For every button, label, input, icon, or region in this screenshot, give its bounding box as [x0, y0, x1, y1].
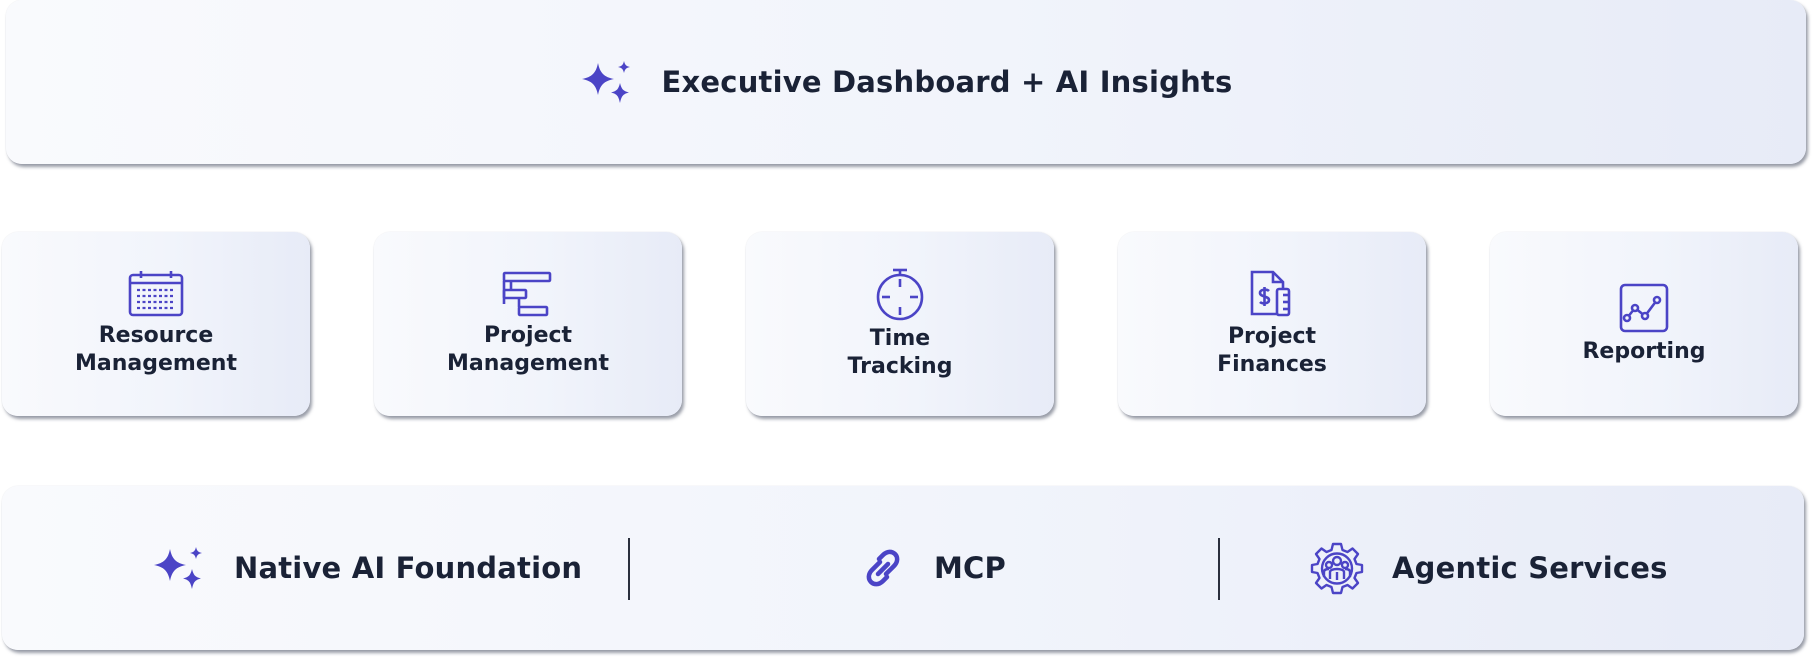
stopwatch-icon — [873, 267, 927, 321]
module-label-line: Management — [447, 351, 609, 376]
mcp-label: MCP — [934, 551, 1006, 585]
sparkles-icon — [580, 59, 634, 105]
module-label-line: Reporting — [1582, 339, 1706, 364]
module-label-line: Tracking — [847, 354, 953, 379]
foundation-card: Native AI Foundation MCP — [2, 486, 1804, 650]
link-icon — [860, 548, 906, 588]
native-ai-foundation-label: Native AI Foundation — [234, 551, 583, 585]
divider — [628, 538, 630, 600]
agentic-services-item[interactable]: Agentic Services — [1310, 486, 1668, 650]
mcp-item[interactable]: MCP — [860, 486, 1006, 650]
agentic-services-label: Agentic Services — [1392, 551, 1668, 585]
module-project-finances[interactable]: Project Finances — [1118, 232, 1426, 416]
module-label-line: Project — [1227, 324, 1317, 349]
module-label-line: Management — [75, 351, 237, 376]
module-time-tracking[interactable]: Time Tracking — [746, 232, 1054, 416]
module-reporting[interactable]: Reporting — [1490, 232, 1798, 416]
gantt-chart-icon — [501, 270, 555, 318]
module-label-line: Project — [483, 323, 573, 348]
gear-people-icon — [1310, 541, 1364, 595]
module-label-line: Resource — [98, 323, 214, 348]
module-resource-management[interactable]: Resource Management — [2, 232, 310, 416]
finance-document-icon — [1247, 269, 1297, 319]
calendar-icon — [127, 270, 185, 318]
module-label-line: Finances — [1217, 352, 1327, 377]
module-project-management[interactable]: Project Management — [374, 232, 682, 416]
executive-dashboard-label: Executive Dashboard + AI Insights — [661, 65, 1233, 99]
module-label-line: Time — [869, 326, 931, 351]
line-chart-icon — [1617, 282, 1671, 334]
executive-dashboard-card[interactable]: Executive Dashboard + AI Insights — [6, 0, 1806, 164]
sparkles-icon — [152, 545, 206, 591]
divider — [1218, 538, 1220, 600]
native-ai-foundation-item[interactable]: Native AI Foundation — [152, 486, 582, 650]
